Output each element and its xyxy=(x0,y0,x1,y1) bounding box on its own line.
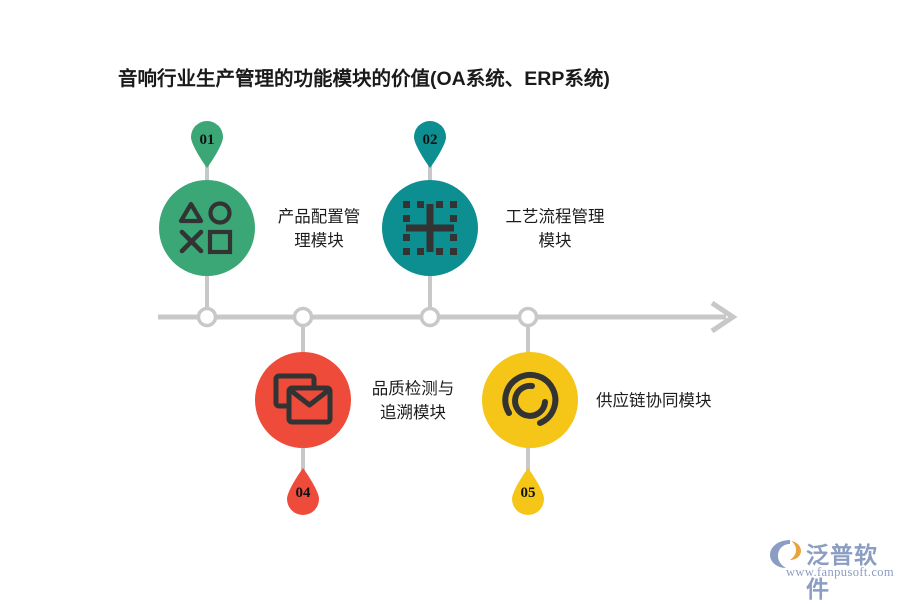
sync-spiral-icon xyxy=(502,371,559,426)
crosshair-grid-icon xyxy=(403,201,457,255)
brand-logo: 泛普软件 www.fanpusoft.com xyxy=(768,536,895,602)
logo-url: www.fanpusoft.com xyxy=(786,565,895,579)
envelopes-icon xyxy=(273,373,333,425)
page-title: 音响行业生产管理的功能模块的价值(OA系统、ERP系统) xyxy=(118,68,610,90)
timeline-marker-3 xyxy=(419,306,441,328)
timeline-arrow-icon xyxy=(710,300,738,334)
node-circle-02[interactable] xyxy=(382,180,478,276)
timeline-marker-2 xyxy=(292,306,314,328)
pin-marker-01 xyxy=(191,121,223,168)
pin-number-02: 02 xyxy=(422,132,438,148)
node-label-05: 供应链协同模块 xyxy=(596,392,712,410)
pin-marker-04 xyxy=(287,468,319,515)
pin-marker-05 xyxy=(512,468,544,515)
node-circle-01[interactable] xyxy=(159,180,255,276)
timeline-marker-4 xyxy=(517,306,539,328)
pin-marker-02 xyxy=(414,121,446,168)
logo-name: 泛普软件 xyxy=(806,542,878,602)
node-label-02: 工艺流程管理 模块 xyxy=(505,208,605,250)
shapes-icon xyxy=(178,201,233,255)
node-circle-05[interactable] xyxy=(482,352,578,448)
pin-number-04: 04 xyxy=(295,485,311,501)
pin-number-05: 05 xyxy=(520,485,536,501)
pin-number-01: 01 xyxy=(199,132,215,148)
node-label-04: 品质检测与 追溯模块 xyxy=(371,380,455,422)
timeline-marker-1 xyxy=(196,306,218,328)
node-circle-04[interactable] xyxy=(255,352,351,448)
fanpu-logo-mark-icon xyxy=(770,540,801,568)
node-label-01: 产品配置管 理模块 xyxy=(277,208,361,250)
